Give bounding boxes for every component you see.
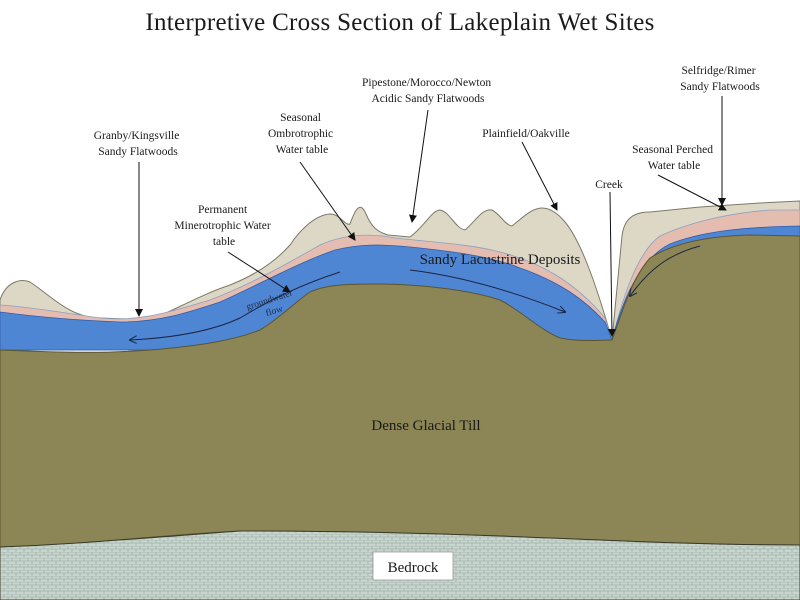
flow-arrow-right — [409, 269, 565, 312]
creek-arrow — [607, 191, 616, 337]
seasonal-perched-label: Seasonal Perched Water table — [632, 144, 716, 172]
page-title: Interpretive Cross Section of Lakeplain … — [145, 9, 654, 36]
plainfield-arrow — [521, 141, 558, 211]
plainfield-label: Plainfield/Oakville — [482, 128, 570, 140]
selfridge-label: Selfridge/Rimer Sandy Flatwoods — [680, 65, 760, 93]
bedrock-label: Bedrock — [388, 560, 439, 576]
flow-arrow-left — [130, 271, 341, 340]
permanent-water-arrow — [227, 251, 291, 293]
granby-label: Granby/Kingsville Sandy Flatwoods — [94, 130, 182, 158]
seasonal-perched-arrow — [657, 174, 727, 211]
pipestone-label: Pipestone/Morocco/Newton Acidic Sandy Fl… — [362, 77, 494, 105]
glacial-till-label: Dense Glacial Till — [371, 418, 480, 434]
seasonal-ombrotrophic-arrow — [299, 161, 356, 241]
seasonal-ombrotrophic-label: Seasonal Ombrotrophic Water table — [268, 112, 336, 156]
creek-label: Creek — [595, 179, 623, 191]
permanent-water-label: Permanent Minerotrophic Water table — [174, 204, 273, 248]
sandy-lacustrine-label: Sandy Lacustrine Deposits — [420, 252, 581, 268]
pipestone-arrow — [409, 109, 429, 223]
flow-arrow-creek — [630, 245, 701, 296]
bedrock-label-box — [372, 551, 454, 581]
